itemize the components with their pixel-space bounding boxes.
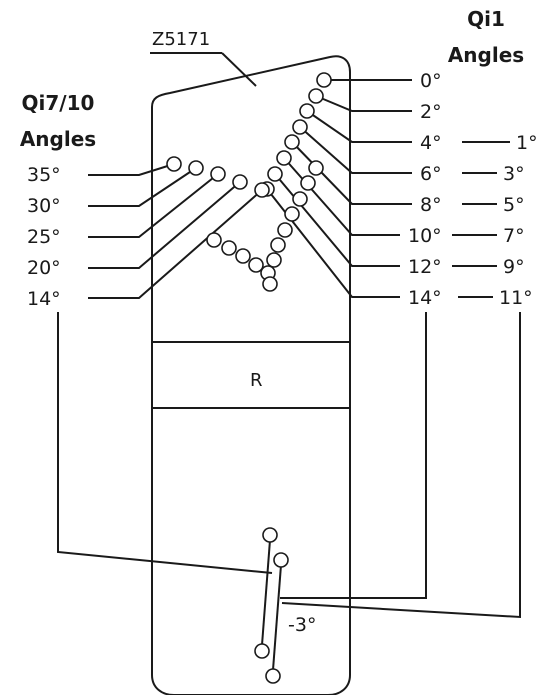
right-label-8: 8° [420, 194, 442, 216]
right-label-7: 7° [503, 225, 525, 247]
left-label-14: 14° [27, 288, 61, 310]
leader-25 [88, 173, 219, 238]
hole-v-7 [266, 252, 282, 268]
leader-20 [88, 181, 241, 269]
right-label-2: 2° [420, 101, 442, 123]
hole-v-2 [221, 240, 237, 256]
hole-30 [188, 160, 204, 176]
plate-outline [151, 55, 351, 695]
hole-35 [166, 156, 182, 172]
hole-9 [277, 222, 293, 238]
hole-1 [308, 160, 324, 176]
right-label-0: 0° [420, 70, 442, 92]
right-label-5: 5° [503, 194, 525, 216]
hole-minus3-bottom-right [265, 668, 281, 684]
right-label-14: 14° [408, 287, 442, 309]
right-label-6: 6° [420, 163, 442, 185]
left-label-35: 35° [27, 164, 61, 186]
right-label-11: 11° [499, 287, 533, 309]
hole-minus3-bottom-left [254, 643, 270, 659]
hole-14-left [254, 182, 270, 198]
right-label-1: 1° [516, 132, 538, 154]
leader-35 [88, 163, 175, 176]
right-label-10: 10° [408, 225, 442, 247]
hole-v-4 [248, 257, 264, 273]
hole-5 [292, 191, 308, 207]
leader-14-left [88, 189, 263, 299]
left-label-30: 30° [27, 195, 61, 217]
leader-30 [88, 167, 197, 207]
right-label-3: 3° [503, 163, 525, 185]
leader-minus3-left [57, 312, 273, 574]
right-label-4: 4° [420, 132, 442, 154]
bottom-label: -3° [288, 614, 316, 636]
leader-6 [299, 126, 412, 174]
hole-8 [284, 134, 300, 150]
right-header-line2: Angles [448, 43, 524, 67]
leader-minus3-right [281, 312, 521, 619]
left-header-line2: Angles [20, 127, 96, 151]
hole-11 [270, 237, 286, 253]
left-label-25: 25° [27, 226, 61, 248]
hole-6 [292, 119, 308, 135]
hole-3 [300, 175, 316, 191]
hole-10 [276, 150, 292, 166]
leader-4 [306, 110, 412, 143]
left-header-line1: Qi7/10 [22, 91, 95, 115]
part-number: Z5171 [152, 29, 210, 50]
center-label: R [250, 370, 263, 391]
right-header-line1: Qi1 [467, 7, 505, 31]
hole-v-1 [206, 232, 222, 248]
leader-minus3-mid [280, 312, 427, 599]
hole-minus3-top-right [273, 552, 289, 568]
hole-minus3-top-left [262, 527, 278, 543]
hole-25 [210, 166, 226, 182]
hole-4 [299, 103, 315, 119]
left-label-20: 20° [27, 257, 61, 279]
leader-2 [315, 95, 412, 112]
hole-12 [267, 166, 283, 182]
right-label-9: 9° [503, 256, 525, 278]
hole-v-3 [235, 248, 251, 264]
leader-14 [266, 188, 400, 298]
hole-v-6 [262, 276, 278, 292]
slot-line-left [261, 539, 271, 646]
part-number-leader [221, 52, 257, 87]
hole-20 [232, 174, 248, 190]
right-label-12: 12° [408, 256, 442, 278]
slot-line-right [272, 564, 282, 671]
hole-7 [284, 206, 300, 222]
hole-2 [308, 88, 324, 104]
hole-0 [316, 72, 332, 88]
